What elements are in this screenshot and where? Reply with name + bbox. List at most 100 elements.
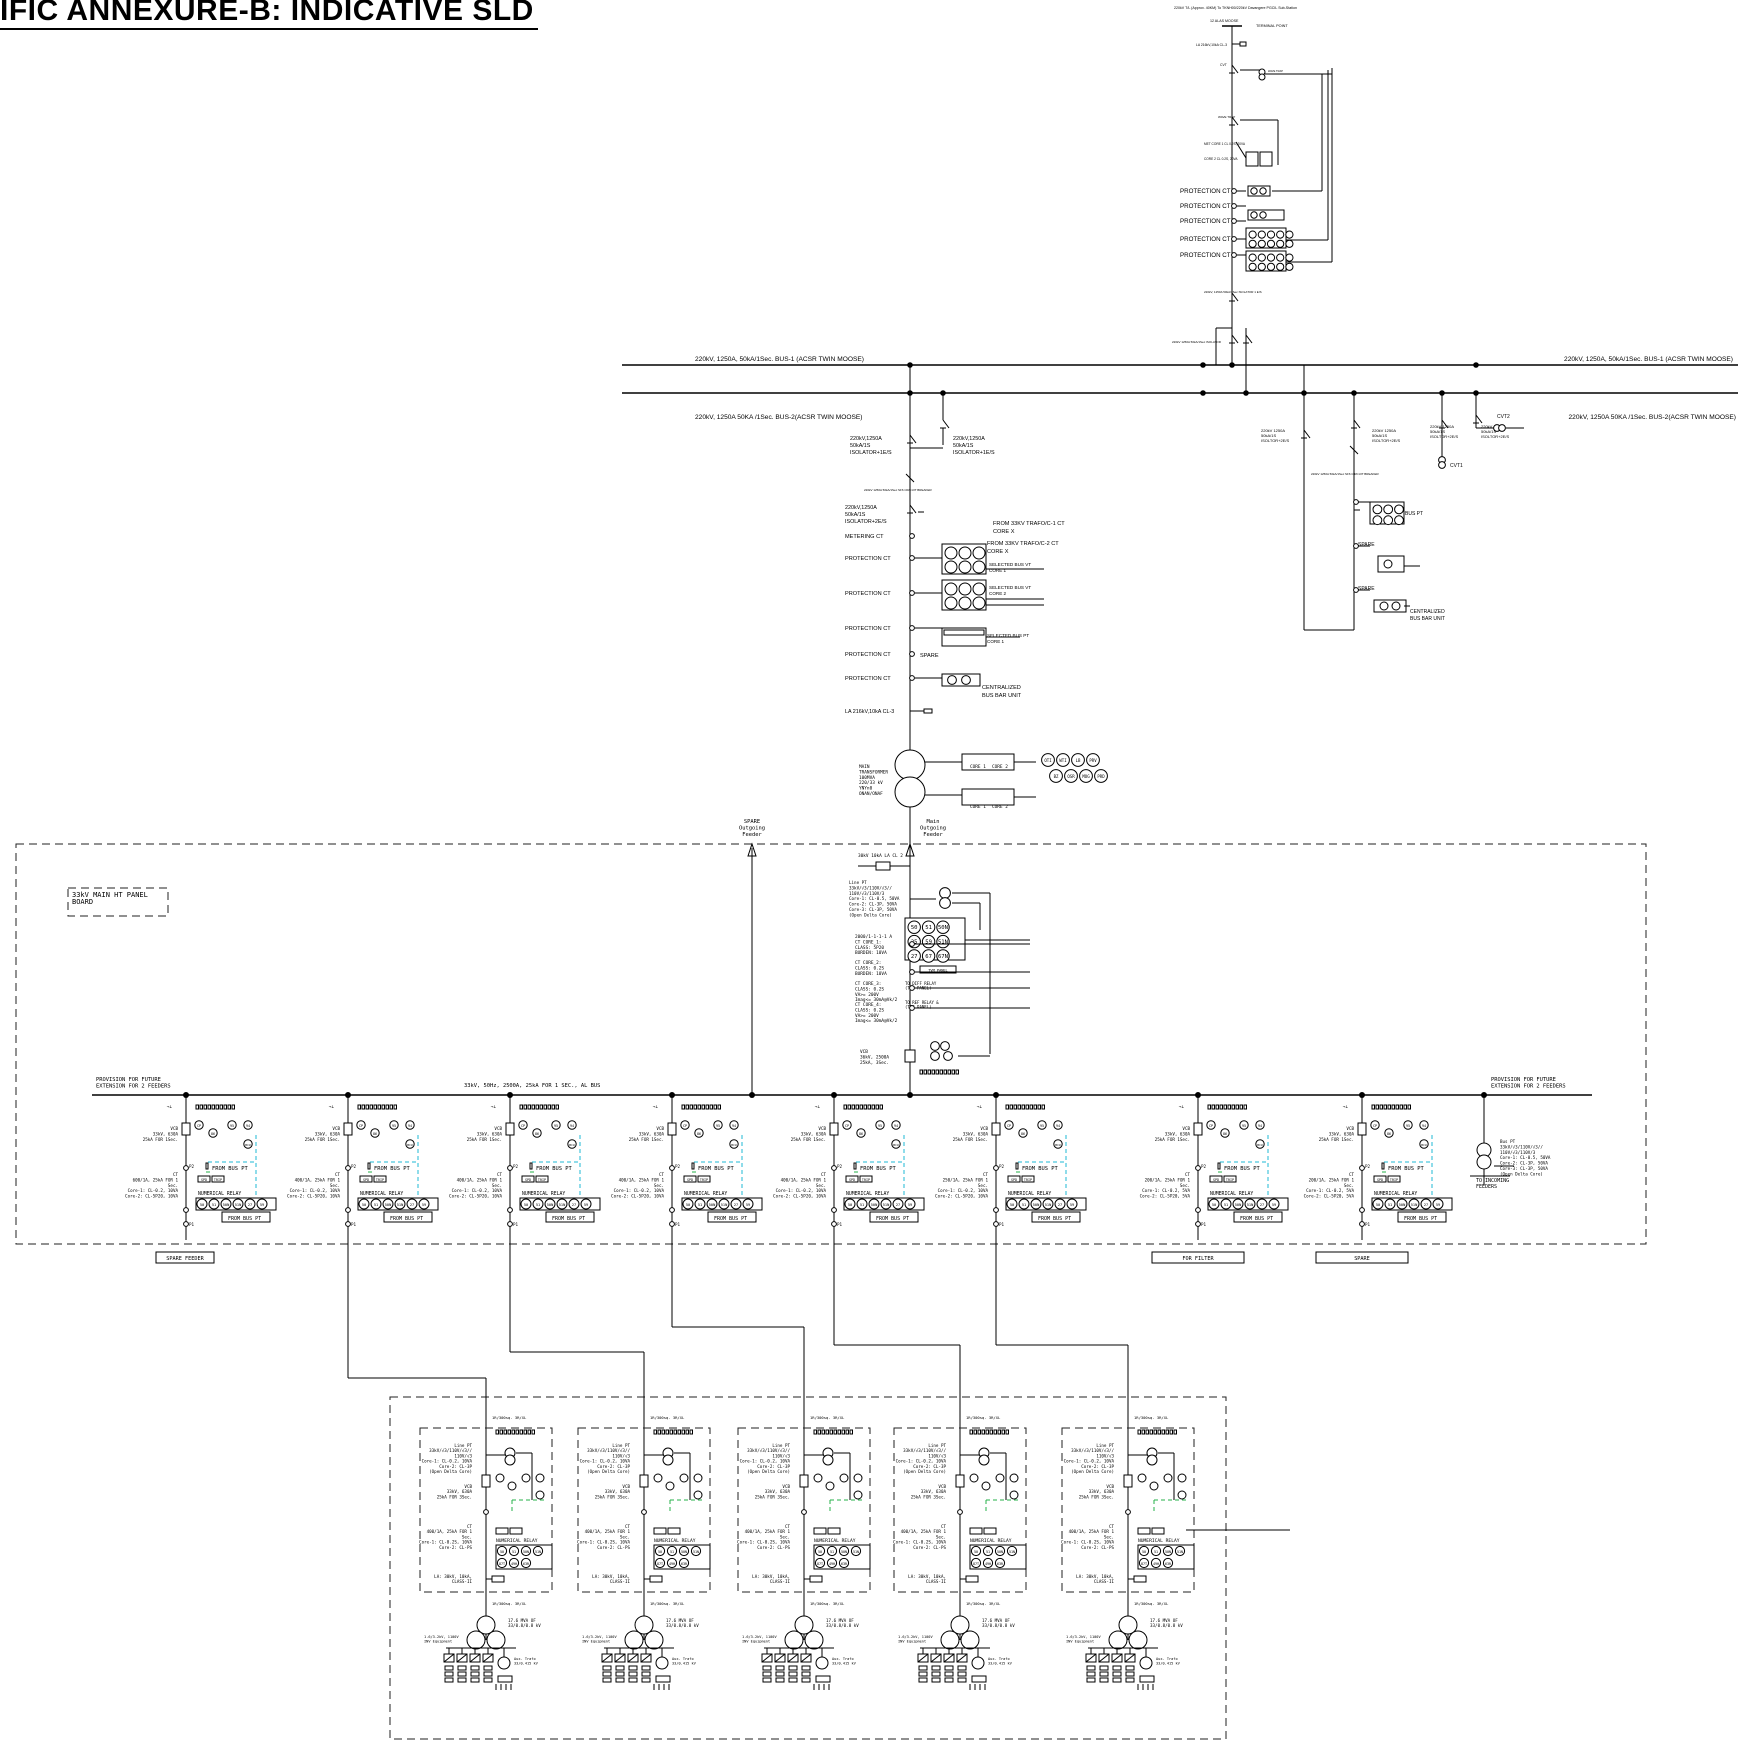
label: 33/0.415 kV bbox=[514, 1661, 539, 1665]
relay-symbol bbox=[682, 1198, 694, 1210]
relay-symbol bbox=[1372, 515, 1383, 526]
label: 50N bbox=[681, 1550, 687, 1554]
ct-symbol bbox=[1231, 252, 1237, 258]
terminal-mark bbox=[199, 1104, 203, 1110]
label: CT bbox=[625, 1524, 631, 1529]
symbol bbox=[654, 1557, 666, 1569]
feeder-tag-label: FOR FILTER bbox=[1182, 1256, 1214, 1262]
label: 50kA/1S bbox=[845, 512, 866, 518]
transformer-winding bbox=[894, 749, 926, 781]
symbol bbox=[567, 1139, 577, 1149]
terminal-mark bbox=[1399, 1104, 1403, 1110]
ct-label: CT bbox=[821, 1172, 827, 1177]
ct-symbol bbox=[957, 1509, 963, 1515]
terminal-mark bbox=[519, 1104, 523, 1110]
label: 51N bbox=[693, 1550, 699, 1554]
label: NUMERICAL RELAY bbox=[1210, 1191, 1253, 1197]
symbol bbox=[961, 675, 971, 685]
label: 220kV, 1250A 50kA/1Sec ISOLATOR 1 E/S bbox=[1204, 290, 1262, 294]
label: 63R bbox=[1165, 1562, 1172, 1566]
label: 12 ALAS MOOSE bbox=[1210, 19, 1239, 23]
ct-label: Sec. bbox=[1180, 1183, 1190, 1188]
relay-symbol bbox=[1285, 253, 1294, 262]
box bbox=[667, 1527, 681, 1535]
ht-panel-label: BOARD bbox=[72, 898, 93, 906]
symbol bbox=[1177, 1490, 1187, 1500]
label: 33kV/√3/110V/√3// bbox=[587, 1448, 630, 1453]
symbol bbox=[1162, 1545, 1174, 1557]
transformer-winding bbox=[476, 1615, 496, 1635]
ct-label: Core-1: CL-0.2, 10VA bbox=[776, 1188, 827, 1193]
terminal-mark bbox=[817, 1429, 821, 1435]
label: 33/0.415 kV bbox=[672, 1661, 697, 1665]
label: 94 bbox=[732, 1124, 736, 1128]
symbol bbox=[1009, 1473, 1019, 1483]
relay-symbol bbox=[880, 1198, 892, 1210]
label: →⊥ bbox=[1343, 1105, 1349, 1110]
label: FROM 33KV TRAFO/C-1 CT bbox=[993, 521, 1065, 527]
label: 50 bbox=[1376, 1203, 1380, 1207]
label: CT CORE_1: bbox=[855, 939, 881, 945]
isolator-blade bbox=[1231, 64, 1239, 74]
label: 33kV, 630A bbox=[1089, 1489, 1115, 1494]
label: 1R/300sq. 3R/XL bbox=[650, 1601, 685, 1606]
box bbox=[969, 1527, 983, 1535]
relay-symbol bbox=[1006, 1198, 1018, 1210]
terminal-mark bbox=[829, 1429, 833, 1435]
symbol bbox=[814, 1557, 826, 1569]
box bbox=[1015, 1162, 1019, 1170]
spd-box bbox=[197, 1175, 211, 1183]
feeder-tag-label: SPARE bbox=[1354, 1256, 1370, 1262]
relay-symbol bbox=[1266, 230, 1276, 239]
terminal-mark bbox=[653, 1429, 657, 1435]
label: TO REF RELAY & bbox=[905, 1000, 939, 1005]
label: →⊥ bbox=[329, 1105, 335, 1110]
protection-ct-label: PROTECTION CT bbox=[1180, 236, 1231, 243]
label: 86 bbox=[373, 1132, 377, 1136]
ct-symbol bbox=[641, 1509, 647, 1515]
breaker-contact bbox=[1349, 445, 1359, 455]
pv-string bbox=[762, 1677, 772, 1683]
terminal-mark bbox=[1169, 1429, 1173, 1435]
label: P2 bbox=[1201, 1164, 1207, 1169]
vcb-label: 33kV, 630A bbox=[1329, 1131, 1355, 1136]
terminal-mark bbox=[657, 1429, 661, 1435]
ct-label: Sec. bbox=[1344, 1183, 1354, 1188]
pv-string bbox=[801, 1671, 811, 1677]
label: 49H bbox=[511, 1562, 517, 1566]
bus-bars: 220kV, 1250A, 50kA/1Sec. BUS-1 (ACSR TWI… bbox=[622, 345, 1738, 421]
label: 33kV/√3/110V/√3// bbox=[747, 1448, 790, 1453]
wire bbox=[1235, 141, 1247, 159]
label: 110V/√3 bbox=[1096, 1453, 1114, 1458]
relay-code: 67 bbox=[925, 954, 932, 960]
ct-label: Core-2: CL-5P20, 5VA bbox=[1304, 1194, 1355, 1199]
ct-symbol bbox=[831, 1221, 837, 1227]
label: 59 bbox=[1272, 1203, 1276, 1207]
terminal-mark bbox=[1157, 1429, 1161, 1435]
terminal-mark bbox=[539, 1104, 543, 1110]
wire bbox=[1111, 1653, 1123, 1663]
terminal-mark bbox=[547, 1104, 551, 1110]
symbol bbox=[243, 1120, 253, 1130]
label: (Open Delta Core) bbox=[747, 1469, 790, 1474]
label: FROM BUS PT bbox=[1038, 1216, 1071, 1222]
trip-box bbox=[1387, 1175, 1401, 1183]
label: 1R/300sq. 3R/XL bbox=[810, 1415, 845, 1420]
ct-label: Core-2: CL-5P20, 5VA bbox=[1140, 1194, 1191, 1199]
ct-core-box bbox=[961, 788, 1015, 806]
label: Aux. Trafo bbox=[672, 1657, 694, 1661]
symbol bbox=[1009, 1490, 1019, 1500]
relay-symbol bbox=[944, 560, 958, 574]
label: 51N bbox=[853, 1550, 859, 1554]
pv-string bbox=[762, 1671, 772, 1677]
pv-string bbox=[615, 1671, 625, 1677]
symbol bbox=[532, 1128, 542, 1138]
vcb-symbol bbox=[505, 1122, 515, 1136]
terminal-mark bbox=[1013, 1104, 1017, 1110]
bus-pt-tag bbox=[383, 1211, 433, 1223]
label: 86 bbox=[697, 1132, 701, 1136]
label: 33/0.415 kV bbox=[1156, 1661, 1181, 1665]
label: (Open Delta Core) bbox=[903, 1469, 946, 1474]
terminal-mark bbox=[927, 1069, 931, 1075]
transformer-winding bbox=[950, 1615, 970, 1635]
